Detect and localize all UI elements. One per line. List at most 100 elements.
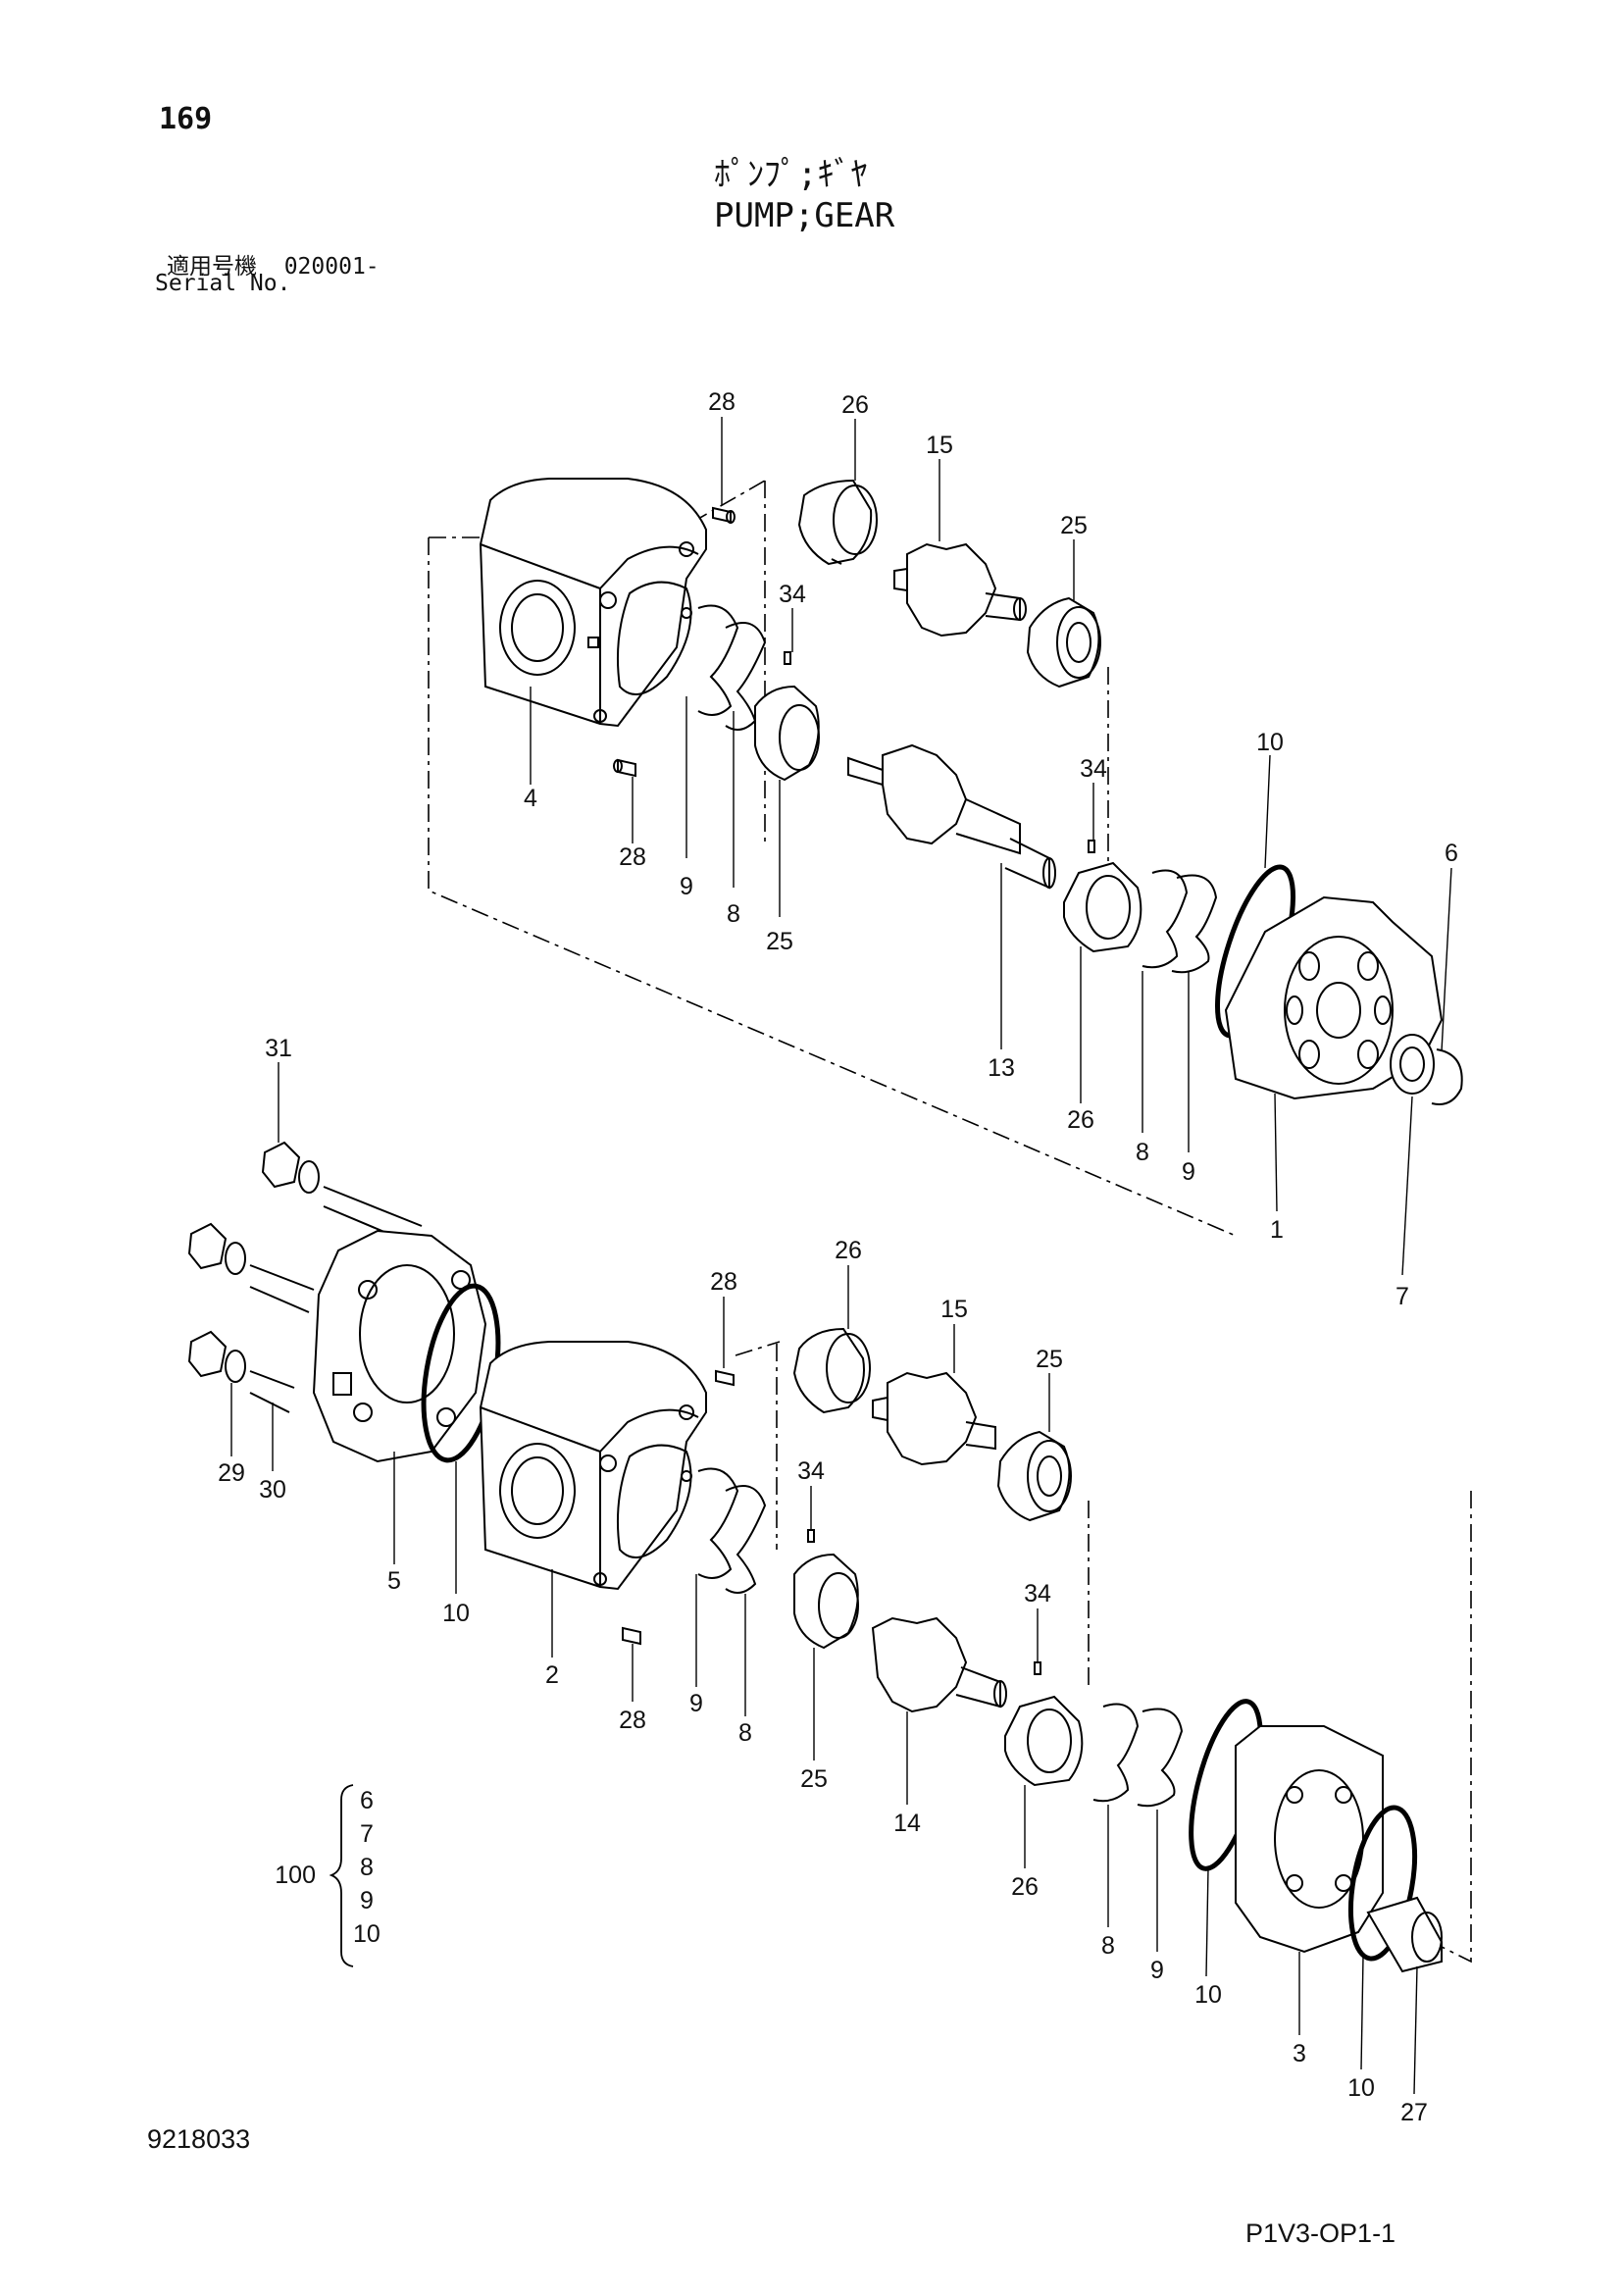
serial-label-english: Serial No. [155,271,291,296]
bushing-26-upper [797,479,878,566]
callout-lower-30: 30 [259,1476,286,1504]
backup-ring-9-lower [697,1467,739,1579]
upper-assembly-frame [428,480,1237,1237]
kit-item-10: 10 [353,1920,381,1948]
callout-upper-8-right: 8 [1136,1139,1149,1166]
kit-item-8: 8 [360,1854,374,1881]
kit-item-7: 7 [360,1820,374,1848]
key-34-lower-a [807,1529,815,1543]
callout-lower-2: 2 [545,1661,559,1689]
shaft-adapter-27 [1366,1896,1443,1973]
snap-ring-7 [1431,1048,1463,1105]
callout-upper-9-left: 9 [680,873,693,900]
drive-gear-14 [871,1616,1007,1713]
callout-lower-10-right: 10 [1347,2074,1375,2102]
title-english: PUMP;GEAR [714,196,895,235]
backup-ring-9-upper [697,604,739,716]
callout-upper-34-left: 34 [779,581,806,608]
callout-upper-6: 6 [1445,840,1458,867]
callout-upper-15: 15 [926,432,953,459]
rear-cover-5 [312,1229,487,1463]
callout-upper-9-right: 9 [1182,1158,1195,1186]
bushing-26-lower [792,1327,871,1414]
callout-lower-34-right: 34 [1024,1580,1051,1607]
lower-assembly-frame [735,1341,1472,1964]
title-japanese: ﾎﾟﾝﾌﾟ;ｷﾞﾔ [714,155,868,194]
callout-lower-9-right: 9 [1150,1957,1164,1984]
front-cover-1 [1224,895,1444,1100]
callout-upper-28-top: 28 [708,388,736,416]
callout-lower-25-bottom: 25 [800,1765,828,1793]
bushing-25-lower-right [996,1430,1072,1522]
callout-lower-29: 29 [218,1459,245,1487]
drive-shaft-13 [847,743,1056,890]
housing-part-2 [479,1341,707,1591]
callout-upper-28-bottom: 28 [619,843,646,871]
backup-ring-9-upper-right [1171,874,1218,974]
callout-lower-27: 27 [1400,2099,1428,2126]
callout-lower-10-left: 10 [442,1600,470,1627]
callout-lower-26-top: 26 [835,1237,862,1264]
bushing-26-upper-right [1063,861,1142,953]
dowel-pin-28-upper-b [613,758,636,778]
callout-lower-34-left: 34 [797,1457,825,1485]
document-code: 9218033 [147,2124,251,2154]
callout-upper-25-bottom: 25 [766,928,793,955]
serial-label-japanese: 適用号機 020001- [167,247,380,281]
callout-upper-7: 7 [1396,1283,1409,1310]
kit-number: 100 [275,1862,316,1889]
callout-upper-25-top: 25 [1060,512,1088,539]
kit-item-6: 6 [360,1787,374,1814]
kit-item-9: 9 [360,1887,374,1914]
housing-part-4 [479,478,707,728]
callout-upper-26-top: 26 [841,391,869,419]
callout-upper-34-right: 34 [1080,755,1107,783]
seal-8-lower [725,1485,767,1594]
bushing-26-lower-right [1004,1695,1084,1787]
callout-lower-25-top: 25 [1036,1346,1063,1373]
oil-seal-6 [1390,1034,1435,1095]
kit-brace [329,1784,354,1967]
callout-lower-8-left: 8 [738,1719,752,1747]
bolt-31-top [261,1141,423,1247]
callout-labels-upper: 28 26 15 25 34 4 28 9 8 25 34 10 6 13 26… [524,388,1458,1310]
serial-label-jp: 適用号機 [167,254,257,280]
bushing-25-lower-left [793,1553,859,1650]
callout-lower-8-right: 8 [1101,1932,1115,1960]
callout-lower-28-bottom: 28 [619,1707,646,1734]
bushing-25-upper-right [1026,596,1101,689]
callout-lower-15: 15 [940,1296,968,1323]
dowel-pin-28-lower-a [715,1369,735,1387]
callout-upper-4: 4 [524,785,537,812]
key-34-upper-a [784,651,791,665]
lower-leader-lines [230,1062,1418,2095]
seal-8-upper [725,622,767,731]
seal-8-lower-right [1092,1703,1140,1803]
callout-lower-3: 3 [1293,2040,1306,2067]
cover-part-3 [1235,1725,1384,1954]
driven-gear-15-lower [872,1371,996,1466]
upper-leader-lines [530,417,1452,1276]
callout-labels-lower: 31 26 28 15 25 34 29 30 5 10 2 28 9 8 25… [218,1035,1428,2126]
seal-8-upper-right [1142,869,1189,969]
dowel-pin-28-lower-b [622,1626,641,1646]
callout-lower-10-middle: 10 [1194,1981,1222,2009]
callout-lower-26-bottom: 26 [1011,1873,1039,1901]
callout-upper-8-left: 8 [727,900,740,928]
callout-lower-5: 5 [387,1567,401,1595]
callout-lower-28-top: 28 [710,1268,737,1296]
callout-upper-26-bottom: 26 [1067,1106,1094,1134]
key-34-upper-b [1088,840,1095,853]
callout-upper-10: 10 [1256,729,1284,756]
page-number: 169 [159,102,213,136]
bolt-31-bottom [187,1330,295,1413]
backup-ring-9-lower-right [1137,1708,1184,1808]
serial-value: 020001- [283,254,380,280]
dowel-pin-28-upper-a [712,506,736,524]
callout-lower-9-left: 9 [689,1690,703,1717]
oil-seal-6-inner [1399,1046,1425,1082]
callout-lower-31: 31 [265,1035,292,1062]
bolt-31-middle [187,1222,315,1313]
bushing-25-upper-left [754,685,820,782]
